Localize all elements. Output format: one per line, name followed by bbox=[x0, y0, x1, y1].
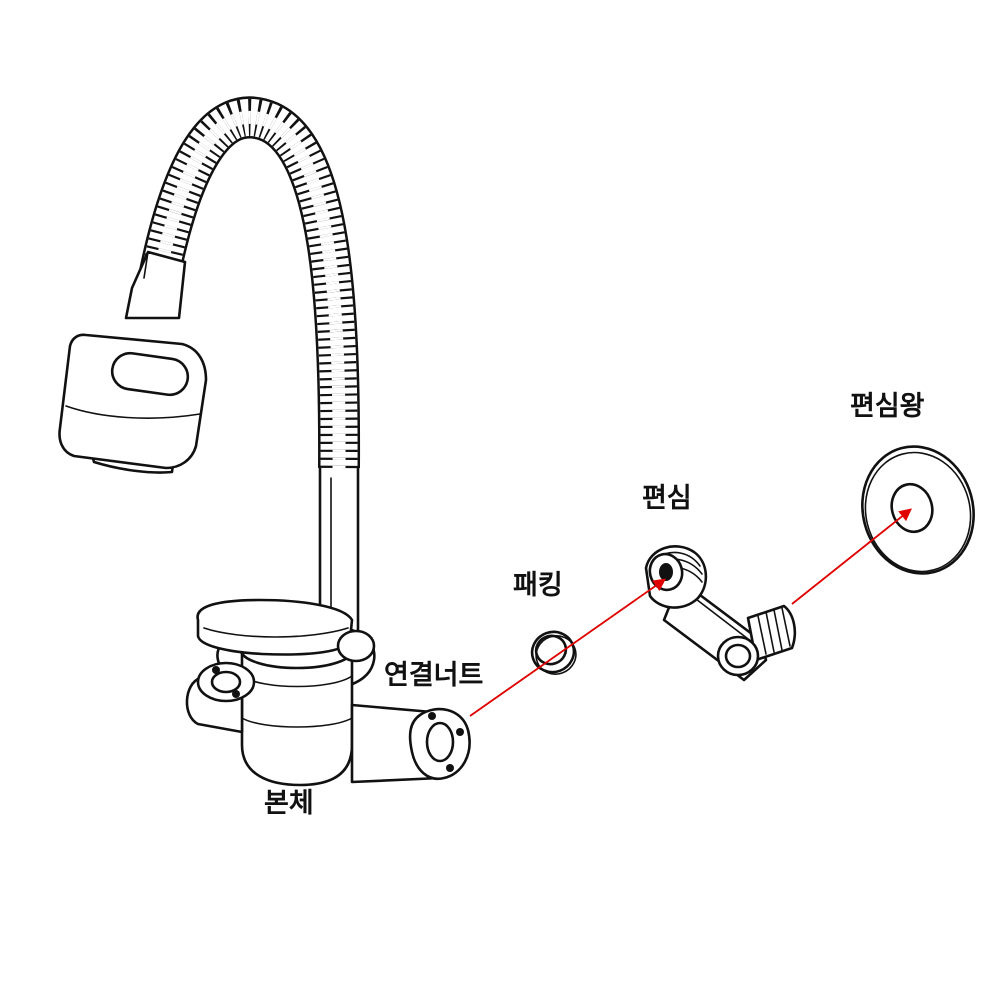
spray-head bbox=[58, 250, 208, 474]
arrow-nut-to-eccentric bbox=[469, 578, 667, 717]
assembly-arrows bbox=[469, 508, 912, 717]
flange-cover bbox=[861, 445, 975, 575]
eccentric-fitting bbox=[644, 545, 797, 682]
flexible-hose bbox=[137, 96, 361, 469]
connection-nut-label: 연결너트 bbox=[384, 660, 484, 691]
faucet-body bbox=[58, 96, 471, 787]
packing-label: 패킹 bbox=[513, 570, 563, 601]
eccentric-label: 편심 bbox=[642, 483, 692, 514]
flange-label: 편심왕 bbox=[850, 391, 925, 422]
lever-handle bbox=[196, 598, 376, 663]
arrow-eccentric-to-flange bbox=[791, 508, 912, 605]
body-label: 본체 bbox=[264, 788, 314, 819]
